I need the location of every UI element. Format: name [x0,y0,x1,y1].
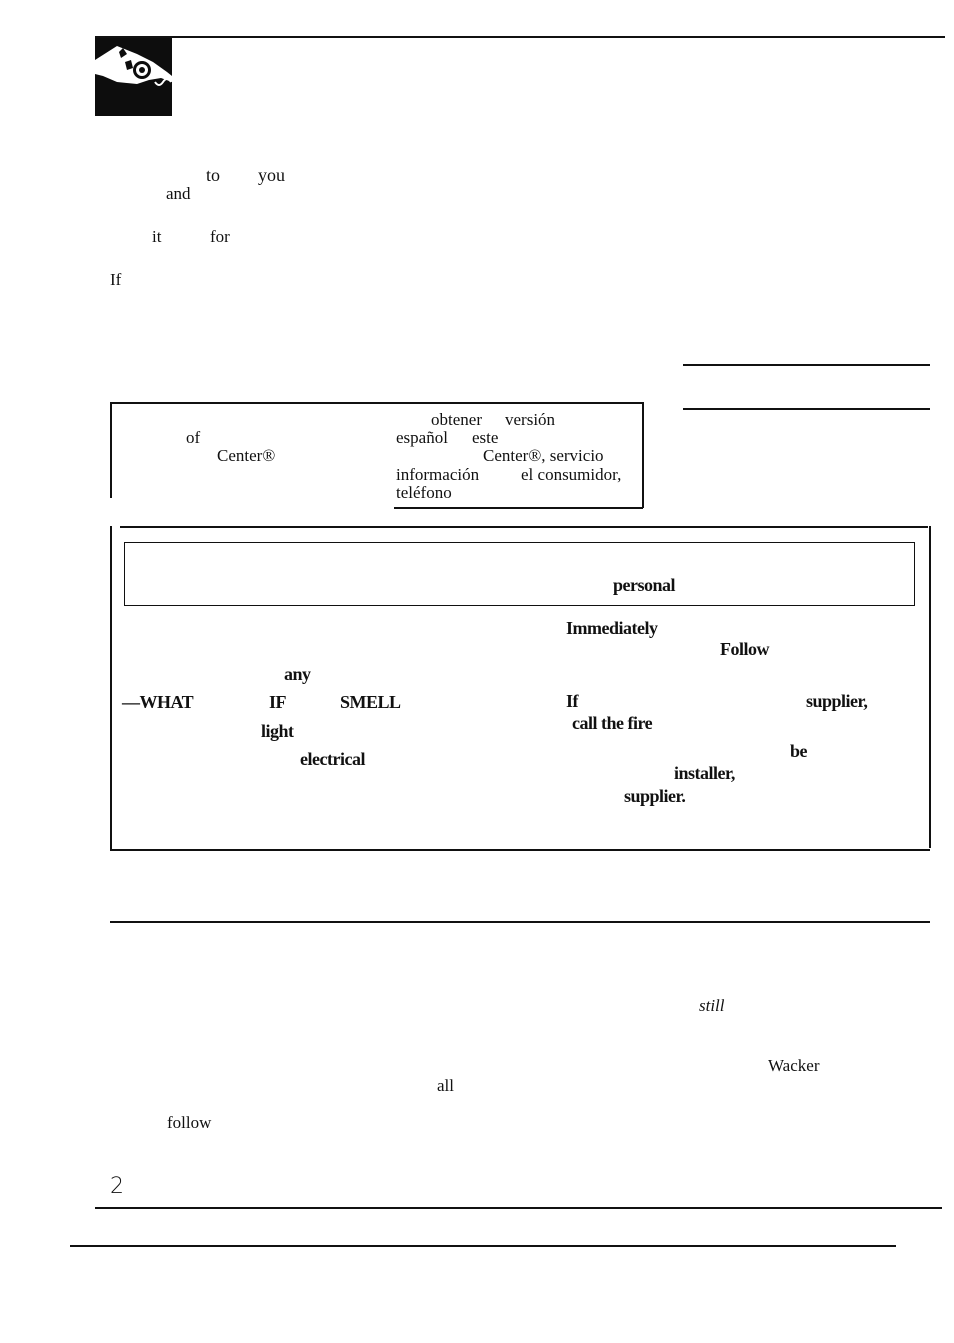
spanish-box-right [642,402,644,508]
intro-word: it [152,227,162,246]
spanish-word: versión [505,410,556,429]
warning-word: Follow [720,639,770,659]
spanish-box-top [110,402,643,404]
warning-box-top [120,526,928,528]
warning-word: any [284,664,311,684]
warning-word: installer, [674,763,735,783]
warning-box-right [929,526,931,848]
warning-word: supplier, [806,691,868,711]
logo-box [95,38,172,116]
spanish-box-bottom [394,507,643,509]
warning-word: Immediately [566,618,658,638]
warning-word: supplier. [624,786,686,806]
page-number: 2 [110,1174,124,1199]
top-rule [95,36,945,38]
warning-box-left [110,526,112,850]
warning-word: be [790,741,808,761]
warning-word: call the fire [572,713,653,733]
warning-word: electrical [300,749,365,769]
section-rule [110,921,930,923]
right-rule-1 [683,364,930,366]
intro-word: to [206,165,221,185]
intro-word: you [258,165,285,185]
intro-word: and [166,184,191,203]
footer-rule-1 [95,1207,942,1209]
warning-box-bottom [110,849,930,851]
spanish-word: Center®, servicio [483,446,604,465]
spanish-box-left [110,402,112,498]
warning-inner-box [124,542,915,606]
spanish-word: obtener [431,410,482,429]
warning-word: If [566,691,579,711]
spanish-word: of [186,428,201,447]
camera-in-hand-icon [95,38,172,116]
right-rule-2 [683,408,930,410]
spanish-word: este [472,428,499,447]
footer-rule-2 [70,1245,896,1247]
warning-word: —WHAT [122,692,194,712]
warning-word: SMELL [340,692,401,712]
spanish-word: Center® [217,446,276,465]
lower-word: all [437,1076,454,1095]
lower-word: Wacker [768,1056,820,1075]
intro-word: for [210,227,230,246]
spanish-word: español [396,428,448,447]
intro-word: If [110,270,122,289]
lower-word: still [699,996,725,1015]
spanish-word: información [396,465,480,484]
spanish-word: teléfono [396,483,452,502]
spanish-word: el consumidor, [521,465,622,484]
lower-word: follow [167,1113,212,1132]
warning-word: IF [269,692,287,712]
warning-word: light [261,721,294,741]
warning-word: personal [613,575,676,595]
